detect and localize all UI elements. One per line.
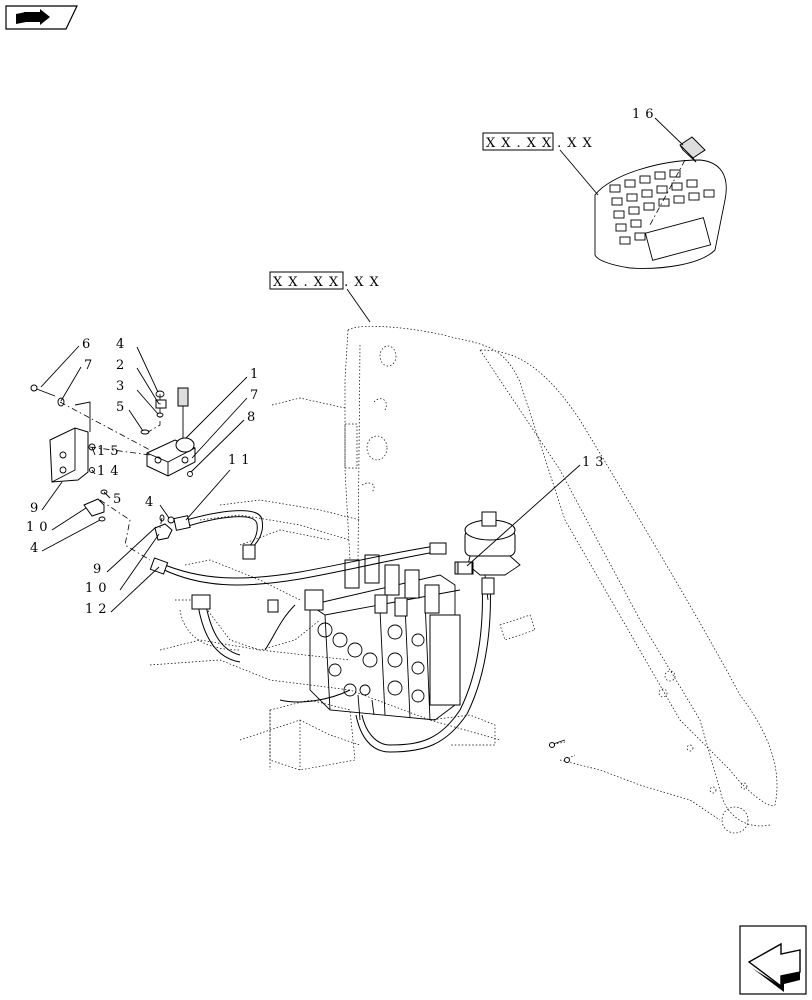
- callout-5b: 5: [113, 492, 126, 507]
- callout-3: 3: [116, 379, 129, 394]
- callout-1: 1: [250, 367, 263, 382]
- reference-top[interactable]: XX.XX.XX: [482, 132, 599, 196]
- callout-10a: 10: [26, 520, 53, 535]
- callout-9a: 9: [30, 501, 43, 516]
- solenoid-valve-assembly: [146, 387, 196, 477]
- panel-buttons: [609, 169, 715, 245]
- switch-panel: [594, 136, 727, 269]
- mounting-bracket: [49, 401, 91, 483]
- hoses: [149, 510, 495, 753]
- callout-5a: 5: [116, 400, 129, 415]
- reference-mid[interactable]: XX.XX.XX: [269, 271, 385, 323]
- callout-6: 6: [82, 337, 95, 352]
- callout-13: 13: [582, 455, 609, 470]
- callout-9b: 9: [93, 562, 106, 577]
- callout-2: 2: [116, 358, 129, 373]
- callout-numbers: 16 6 7 4 2 3 5 1 7 8 15 14 11 13 9 5 4 1…: [26, 107, 659, 617]
- hardware-pieces: [30, 384, 570, 763]
- reference-mid-label: XX.XX.XX: [273, 275, 385, 290]
- callout-8: 8: [247, 410, 260, 425]
- loader-frame: [149, 325, 778, 834]
- callout-14: 14: [97, 464, 124, 479]
- explosion-lines: [59, 159, 686, 561]
- callout-4c: 4: [30, 541, 43, 556]
- callout-7a: 7: [84, 358, 97, 373]
- callout-7b: 7: [250, 388, 263, 403]
- book-arrow-icon[interactable]: [5, 5, 78, 30]
- callout-12: 12: [85, 602, 112, 617]
- callout-4b: 4: [145, 495, 158, 510]
- reference-top-label: XX.XX.XX: [486, 136, 598, 151]
- callout-10b: 10: [85, 581, 112, 596]
- callout-11: 11: [228, 453, 255, 468]
- leader-lines: [40, 117, 684, 613]
- callout-4a: 4: [116, 337, 129, 352]
- next-page-arrow-icon[interactable]: [739, 925, 807, 995]
- control-valve-bank: [309, 554, 461, 721]
- callout-16: 16: [632, 107, 659, 122]
- callout-15: 15: [97, 444, 124, 459]
